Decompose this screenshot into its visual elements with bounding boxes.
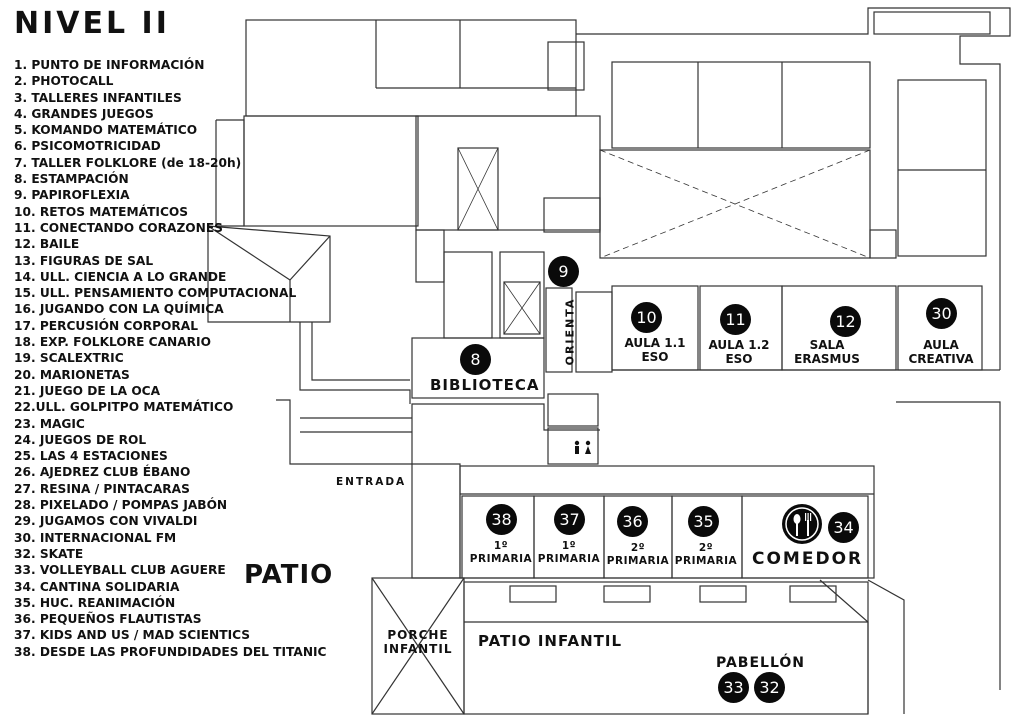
location-badge-8: 8 xyxy=(460,344,491,375)
restroom-icon xyxy=(572,440,594,464)
legend-item: 22.ULL. GOLPITPO MATEMÁTICO xyxy=(14,400,234,415)
room-label-biblioteca: BIBLIOTECA xyxy=(430,376,540,394)
map-title: NIVEL II xyxy=(14,6,170,41)
location-badge-30: 30 xyxy=(926,298,957,329)
legend-item: 12. BAILE xyxy=(14,237,80,252)
location-badge-37: 37 xyxy=(554,504,585,535)
legend-item: 1. PUNTO DE INFORMACIÓN xyxy=(14,58,205,72)
room-label-orienta: ORIENTA xyxy=(563,297,577,366)
area-label-pabellon: PABELLÓN xyxy=(716,655,806,671)
location-badge-11: 11 xyxy=(720,304,751,335)
legend-item: 9. PAPIROFLEXIA xyxy=(14,188,130,203)
location-badge-35: 35 xyxy=(688,506,719,537)
location-badge-38: 38 xyxy=(486,504,517,535)
legend-item: 3. TALLERES INFANTILES xyxy=(14,90,182,105)
legend-item: 11. CONECTANDO CORAZONES xyxy=(14,220,223,235)
area-label-patio: PATIO xyxy=(244,560,334,590)
legend-item: 13. FIGURAS DE SAL xyxy=(14,253,154,268)
legend-item: 14. ULL. CIENCIA A LO GRANDE xyxy=(14,269,227,284)
legend-item: 4. GRANDES JUEGOS xyxy=(14,106,154,121)
location-badge-12: 12 xyxy=(830,306,861,337)
legend-item: 19. SCALEXTRIC xyxy=(14,351,124,366)
legend-item: 18. EXP. FOLKLORE CANARIO xyxy=(14,335,211,350)
legend-item: 15. ULL. PENSAMIENTO COMPUTACIONAL xyxy=(14,286,297,301)
room-label-comedor: COMEDOR xyxy=(752,549,864,569)
legend-item: 6. PSICOMOTRICIDAD xyxy=(14,139,161,154)
legend-item: 7. TALLER FOLKLORE (de 18-20h) xyxy=(14,155,242,170)
legend-item: 10. RETOS MATEMÁTICOS xyxy=(14,204,189,219)
legend-item: 8. ESTAMPACIÓN xyxy=(14,172,129,187)
location-badge-9: 9 xyxy=(548,256,579,287)
legend-item: 33. VOLLEYBALL CLUB AGUERE xyxy=(14,563,226,578)
location-badge-33: 33 xyxy=(718,672,749,703)
legend-item: 28. PIXELADO / POMPAS JABÓN xyxy=(14,498,228,513)
legend-item: 20. MARIONETAS xyxy=(14,367,130,382)
location-badge-36: 36 xyxy=(617,506,648,537)
legend-item: 38. DESDE LAS PROFUNDIDADES DEL TITANIC xyxy=(14,644,327,659)
legend-item: 24. JUEGOS DE ROL xyxy=(14,432,147,447)
legend-item: 5. KOMANDO MATEMÁTICO xyxy=(14,123,198,138)
location-badge-34: 34 xyxy=(828,512,859,543)
legend-item: 2. PHOTOCALL xyxy=(14,74,114,89)
activity-legend: 1. PUNTO DE INFORMACIÓN 2. PHOTOCALL 3. … xyxy=(14,57,327,660)
legend-item: 29. JUGAMOS CON VIVALDI xyxy=(14,514,198,529)
area-label-patio-infantil: PATIO INFANTIL xyxy=(478,632,623,650)
location-badge-32: 32 xyxy=(754,672,785,703)
legend-item: 27. RESINA / PINTACARAS xyxy=(14,481,190,496)
cutlery-icon xyxy=(782,504,822,544)
legend-item: 26. AJEDREZ CLUB ÉBANO xyxy=(14,465,191,480)
legend-item: 16. JUGANDO CON LA QUÍMICA xyxy=(14,302,224,317)
legend-item: 17. PERCUSIÓN CORPORAL xyxy=(14,318,198,333)
legend-item: 35. HUC. REANIMACIÓN xyxy=(14,595,176,610)
legend-item: 36. PEQUEÑOS FLAUTISTAS xyxy=(14,612,202,627)
room-label-entrada: ENTRADA xyxy=(336,476,407,488)
legend-item: 30. INTERNACIONAL FM xyxy=(14,530,177,545)
legend-item: 21. JUEGO DE LA OCA xyxy=(14,383,161,398)
legend-item: 32. SKATE xyxy=(14,546,84,561)
location-badge-10: 10 xyxy=(631,302,662,333)
legend-item: 23. MAGIC xyxy=(14,416,85,431)
legend-item: 34. CANTINA SOLIDARIA xyxy=(14,579,180,594)
legend-item: 37. KIDS AND US / MAD SCIENTICS xyxy=(14,628,251,643)
legend-item: 25. LAS 4 ESTACIONES xyxy=(14,449,168,464)
